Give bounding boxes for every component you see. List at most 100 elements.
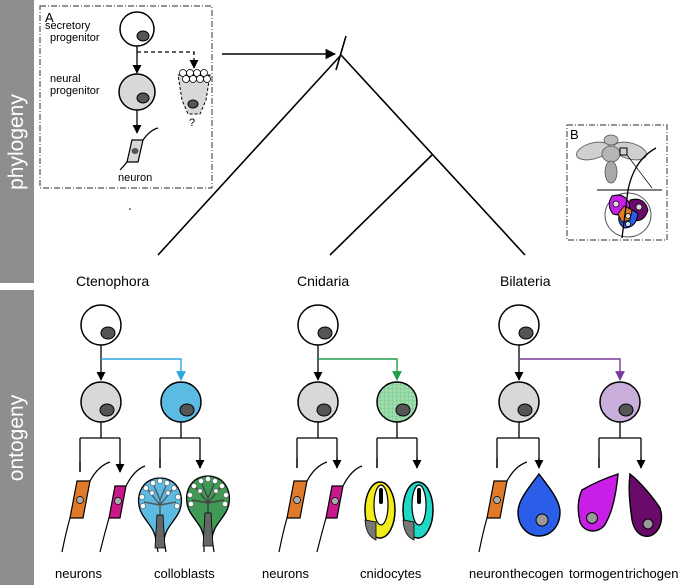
cnidaria-cnidocyte-progenitor — [376, 381, 418, 423]
cnidaria-cnidocyte-split-arrows — [376, 458, 417, 468]
nucleus — [317, 326, 333, 340]
tormogen-cell — [577, 472, 619, 532]
panel-b-sensory-organ — [604, 189, 652, 239]
panel-a-secretory-progenitor — [119, 11, 155, 47]
cnidaria-neuron-split-arrows — [296, 458, 337, 468]
ctenophora-lineage: neurons colloblasts — [55, 304, 231, 581]
colloblast-blue — [137, 477, 183, 553]
label-tormogen: tormogen — [569, 566, 624, 581]
cnidaria-branch-cnidocyte — [318, 358, 402, 381]
colloblast-green — [185, 475, 231, 553]
cnidocyte-yellow — [364, 481, 396, 541]
ontogeny-side-bar: ontogeny — [0, 290, 34, 585]
tree-root-tick — [335, 35, 347, 71]
cnidaria-neural-progenitor — [297, 381, 339, 423]
bilateria-lineage: neuron thecogen tormogen trichogen — [469, 304, 678, 581]
label-cteno-neurons: neurons — [55, 566, 102, 581]
panel-a-nucleus — [136, 30, 150, 42]
panel-b-zoom-line — [626, 154, 653, 189]
nucleus — [76, 496, 84, 504]
panel-a-nucleus — [187, 99, 199, 109]
label-cnid-neurons: neurons — [262, 566, 309, 581]
cnidaria-stem-cell — [297, 304, 339, 346]
thecogen-cell — [517, 472, 561, 537]
fly-icon — [576, 134, 647, 184]
cnidaria-neuron-processes — [316, 465, 363, 553]
clade-ctenophora: Ctenophora — [76, 273, 149, 289]
panel-a-neural-progenitor — [118, 73, 156, 111]
bilateria-neuron-split — [496, 422, 540, 468]
panel-a-neuron-dendrite — [119, 161, 128, 171]
panel-a-nucleus — [136, 92, 150, 104]
cnidaria-cnidocyte-split — [376, 422, 418, 468]
nucleus — [114, 497, 122, 505]
branch-cnidaria — [329, 154, 433, 256]
panel-a-neuron-label: neuron — [118, 172, 152, 184]
nucleus — [100, 326, 116, 340]
stray-dot — [129, 208, 131, 210]
label-trichogen: trichogen — [625, 566, 678, 581]
nucleus — [316, 403, 332, 417]
bilateria-sensory-split-arrows — [598, 458, 641, 468]
label-cnidocytes: cnidocytes — [360, 566, 422, 581]
phylogeny-side-bar: phylogeny — [0, 0, 34, 283]
nucleus — [99, 403, 115, 417]
nucleus — [179, 403, 195, 417]
bilateria-sensory-progenitor — [599, 381, 641, 423]
label-bil-neuron: neuron — [469, 566, 509, 581]
branch-ctenophora — [157, 54, 342, 256]
panel-a-frame — [39, 5, 213, 189]
ctenophora-neuron-processes — [99, 465, 146, 553]
cnidaria-neuron-split — [296, 422, 338, 468]
cnidocyte-cyan — [402, 481, 434, 541]
panel-b-bristle — [627, 147, 657, 191]
nucleus — [518, 326, 534, 340]
nucleus — [517, 403, 533, 417]
secretory-label-line1: secretory — [45, 20, 91, 32]
ctenophora-stem-cell — [80, 304, 122, 346]
nucleus — [331, 497, 339, 505]
branch-bilateria — [340, 54, 526, 256]
panel-a: A secretory progenitor neural progenitor… — [39, 5, 213, 210]
ctenophora-neural-progenitor — [80, 381, 122, 423]
nucleus — [493, 496, 501, 504]
clade-cnidaria: Cnidaria — [297, 273, 349, 289]
cnidaria-neuron-processes — [278, 461, 328, 553]
panel-a-question: ? — [189, 117, 195, 129]
cnidaria-lineage: neurons cnidocytes — [262, 304, 434, 581]
phylogeny-tree — [157, 35, 526, 256]
ctenophora-colloblast-progenitor — [160, 381, 202, 423]
clade-bilateria: Bilateria — [500, 273, 551, 289]
panel-a-neuron-axon — [142, 127, 159, 141]
ctenophora-neuron-split-arrows — [79, 462, 120, 472]
nucleus — [395, 403, 411, 417]
bilateria-sensory-split — [598, 422, 642, 468]
panel-a-letter: A — [45, 10, 54, 25]
panel-b-letter: B — [570, 127, 579, 142]
label-thecogen: thecogen — [510, 566, 564, 581]
trichogen-cell — [628, 472, 663, 537]
nucleus — [293, 496, 301, 504]
ctenophora-colloblast-split — [159, 422, 201, 468]
panel-a-secretory-granules — [179, 69, 211, 83]
panel-a-nucleus — [131, 148, 139, 154]
neural-label-line2: progenitor — [50, 85, 100, 97]
neural-label-line1: neural — [50, 73, 81, 85]
secretory-label-line2: progenitor — [50, 32, 100, 44]
bilateria-neural-progenitor — [498, 381, 540, 423]
panel-b: B — [566, 124, 668, 241]
label-colloblasts: colloblasts — [154, 566, 215, 581]
bilateria-branch-sensory — [519, 358, 625, 381]
bilateria-neuron-split-arrows — [496, 458, 539, 468]
ctenophora-neuron-split — [79, 422, 121, 472]
ctenophora-neuron-processes — [61, 461, 111, 553]
bilateria-neuron-processes — [478, 461, 528, 553]
panel-a-secretory-cell — [177, 74, 211, 115]
panel-a-dashed-arrow — [137, 51, 199, 69]
ctenophora-colloblast-split-arrows — [159, 458, 200, 468]
bilateria-stem-cell — [498, 304, 540, 346]
nucleus — [618, 403, 634, 417]
ctenophora-branch-colloblast — [101, 358, 186, 381]
panel-b-frame — [566, 124, 668, 241]
